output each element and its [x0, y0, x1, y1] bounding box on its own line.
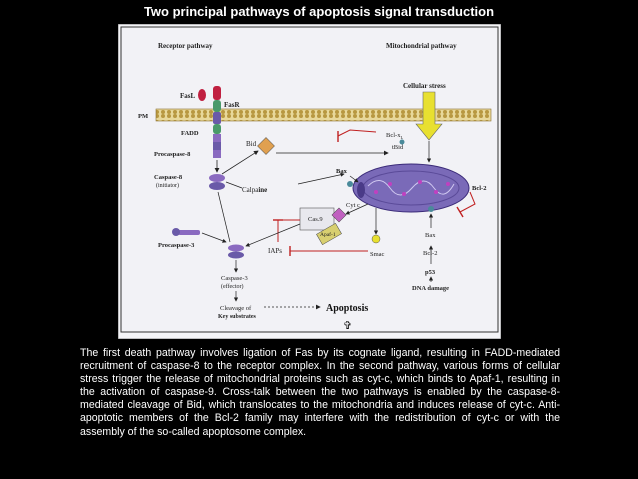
bax-to-mito-arrow: [349, 175, 359, 183]
receptor-pathway-label: Receptor pathway: [158, 42, 213, 50]
bclxl-protein: [399, 139, 405, 145]
effector-label: (effector): [221, 283, 244, 290]
p53-label: p53: [425, 269, 436, 276]
caspase8-to-bid-arrow: [221, 150, 259, 175]
caspase8-label: Caspase-8: [154, 174, 183, 181]
procaspase8-chain: [213, 134, 221, 158]
cellular-stress-label: Cellular stress: [403, 82, 446, 90]
apaf1-protein: [316, 222, 342, 246]
bid-label: Bid: [246, 140, 257, 148]
apaf1-label: Apaf-1: [320, 231, 336, 238]
fadd-label: FADD: [181, 130, 199, 137]
dna-damage-label: DNA damage: [412, 285, 449, 292]
apoptosome-box: [299, 207, 335, 231]
bid-protein: [257, 137, 275, 155]
calpaine-arrow: [297, 172, 345, 185]
procaspase3-label: Procaspase-3: [158, 242, 195, 249]
procaspase3-protein: [172, 228, 200, 236]
bclxl-inhibition: [337, 129, 377, 137]
apoptosis-diagram: Receptor pathway Mitochondrial pathway C…: [118, 24, 501, 339]
fasr-label: FasR: [224, 101, 241, 109]
cas9-to-caspase3: [245, 223, 301, 247]
smac-label: Smac: [370, 251, 385, 258]
bax-top-label: Bax: [336, 168, 348, 175]
caspase8-active: [209, 174, 225, 190]
cas9-label: Cas.9: [308, 216, 323, 223]
bcl2-right-label: Bcl-2: [472, 185, 486, 192]
slide-caption: The first death pathway involves ligatio…: [80, 347, 560, 438]
cross-symbol: ✞: [343, 320, 352, 332]
procaspase8-label: Procaspase-8: [154, 151, 191, 158]
fas-receptor: [213, 86, 221, 134]
cellular-stress-arrow: [415, 91, 443, 141]
fasl-ligand: [198, 89, 206, 101]
mito-to-cytc-arrow: [345, 203, 369, 215]
cytc-label: Cyt c: [346, 202, 360, 209]
bclxl-label: Bcl-xL: [386, 132, 403, 140]
bcl2-lower-label: Bcl-2: [423, 250, 437, 257]
cytc-protein: [331, 207, 347, 223]
bax-lower-protein: [428, 206, 434, 212]
caspase3-active: [228, 244, 244, 259]
smac-protein: [371, 234, 381, 244]
fasl-label: FasL: [180, 92, 196, 100]
slide-title: Two principal pathways of apoptosis sign…: [143, 4, 495, 19]
bcl2-right-inhibition: [459, 191, 476, 213]
iaps-label: IAPs: [268, 247, 282, 255]
caspase3-label: Caspase-3: [221, 275, 248, 282]
mitochondrial-pathway-label: Mitochondrial pathway: [386, 42, 457, 50]
bax-lower-label: Bax: [425, 232, 436, 239]
procaspase3-arrow: [201, 232, 227, 243]
calpaine-label: Calpaine: [242, 186, 267, 194]
caspase8-to-caspase3: [217, 191, 231, 243]
key-substrates-label: Key substrates: [218, 314, 256, 320]
tbid-label: tBid: [392, 144, 404, 151]
caspase8-calpaine-link: [225, 181, 243, 189]
bax-protein: [347, 181, 353, 187]
pm-label: PM: [138, 113, 148, 120]
plasma-membrane: [155, 108, 492, 122]
initiator-label: (initiator): [156, 182, 179, 189]
apoptosis-label: Apoptosis: [326, 303, 368, 314]
cleavage-label: Cleavage of: [220, 305, 252, 312]
mitochondrion: [352, 163, 470, 213]
